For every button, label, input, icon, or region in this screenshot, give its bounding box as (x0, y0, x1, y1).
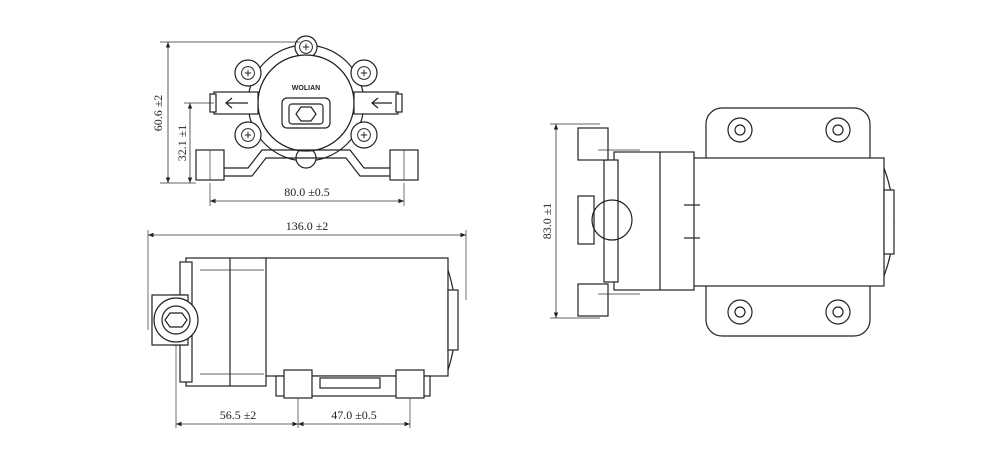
dim-side-mount-spacing: 47.0 ±0.5 (331, 408, 377, 422)
pump-head-top (613, 151, 695, 291)
hex-bolt-icon (281, 97, 331, 129)
dim-side-inlet-offset: 56.5 ±2 (220, 408, 257, 422)
flow-arrow-icon (225, 97, 392, 109)
mount-bracket (196, 149, 418, 169)
mount-hole (727, 117, 851, 325)
motor-body (261, 257, 449, 377)
dim-front-height: 60.6 ±2 (151, 95, 165, 132)
pump-head-side (185, 257, 267, 387)
top-view: 83.0 ±1 (540, 107, 895, 337)
dim-front-inlet-height: 32.1 ±1 (175, 125, 189, 162)
dim-side-total-length: 136.0 ±2 (286, 219, 329, 233)
hex-bolt-icon (164, 312, 188, 328)
brand-label: WOLIAN (292, 85, 320, 92)
mount-base (275, 375, 431, 397)
side-view: 136.0 ±2 56.5 ±2 47.0 ±0.5 (147, 219, 467, 428)
front-view: WOLIAN 60.6 ±2 32.1 ±1 (151, 35, 419, 206)
dim-front-mount-width: 80.0 ±0.5 (284, 185, 330, 199)
dim-top-height: 83.0 ±1 (540, 203, 554, 240)
motor-end-cap (447, 289, 459, 351)
motor-top (689, 157, 885, 287)
screw-head-icon (234, 35, 378, 169)
